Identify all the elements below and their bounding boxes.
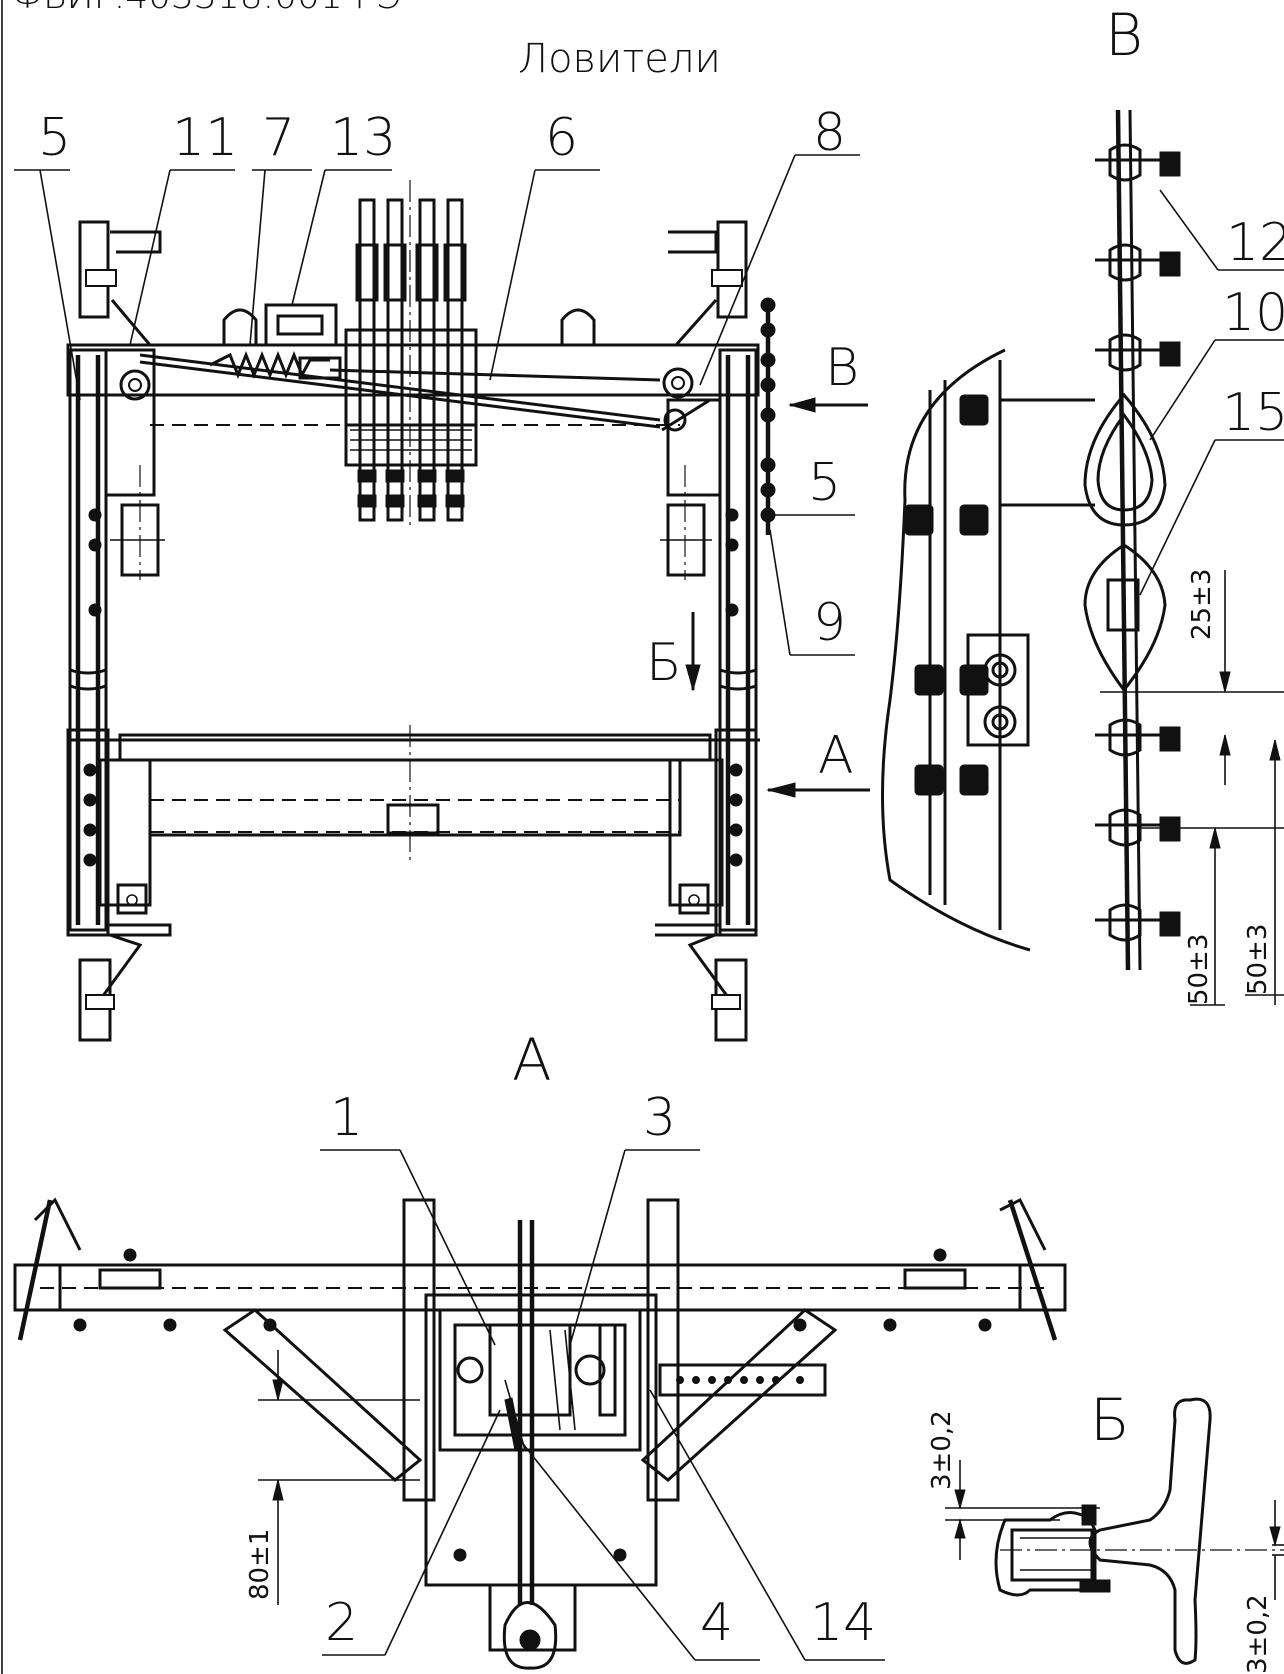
- vertical-rods: [355, 198, 467, 522]
- callout-6: 6: [545, 108, 578, 168]
- callout-15: 15: [1222, 383, 1284, 443]
- rope-clamps: [1095, 143, 1181, 942]
- callout-7: 7: [262, 108, 295, 168]
- callout-1: 1: [330, 1088, 363, 1148]
- dim-80: 80±1: [245, 1529, 275, 1600]
- view-arrow-a-label: А: [818, 726, 854, 786]
- callout-5-right: 5: [808, 453, 841, 513]
- dim-3-right: 3±0,2: [1243, 1594, 1273, 1674]
- callout-5-left: 5: [38, 108, 71, 168]
- dim-25: 25±3: [1187, 569, 1217, 640]
- view-b-title: Б: [1090, 1386, 1130, 1454]
- callout-11: 11: [172, 108, 238, 168]
- view-arrow-b-label: Б: [646, 633, 682, 693]
- view-b-detail: Б 3±0,2 3±0,2: [927, 1386, 1284, 1674]
- callout-4: 4: [700, 1593, 733, 1653]
- dim-3-top: 3±0,2: [927, 1410, 957, 1490]
- callout-13: 13: [330, 108, 396, 168]
- view-v-title: В: [1105, 1, 1143, 69]
- callout-8: 8: [813, 103, 846, 163]
- view-v-detail: В: [881, 1, 1284, 1006]
- front-view-callouts: 5 11 7 13 6 8 5 9: [14, 103, 860, 656]
- view-arrow-a: А: [766, 726, 870, 798]
- document-code: ФВИГ.403318.001 РЭ: [12, 0, 401, 17]
- drawing-title: Ловители: [518, 36, 721, 82]
- view-arrow-b: Б: [646, 612, 701, 693]
- front-view-catcher-assembly: [66, 180, 776, 1042]
- view-a-detail: А: [13, 1026, 1067, 1670]
- callout-12: 12: [1226, 213, 1284, 273]
- view-arrow-v-label: В: [825, 338, 859, 398]
- dim-50-right: 50±3: [1243, 924, 1273, 995]
- dim-50-left: 50±3: [1184, 934, 1214, 1005]
- callout-2: 2: [325, 1593, 358, 1653]
- perforations: [676, 1376, 804, 1384]
- callout-10: 10: [1222, 283, 1284, 343]
- callout-3: 3: [643, 1088, 676, 1148]
- callout-9: 9: [813, 593, 846, 653]
- view-arrow-v: В: [788, 338, 868, 413]
- view-a-title: А: [512, 1026, 552, 1094]
- callout-14: 14: [810, 1593, 876, 1653]
